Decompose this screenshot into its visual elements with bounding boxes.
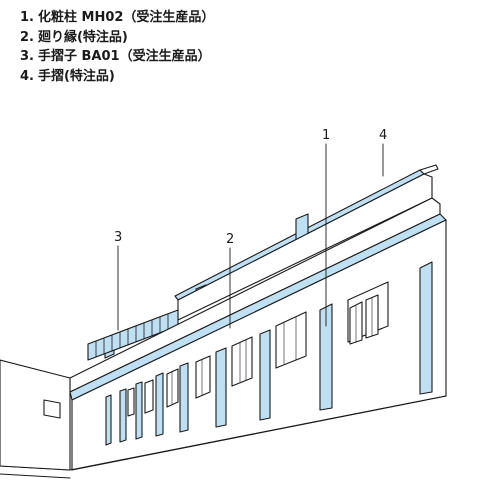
callout-1: 1 bbox=[322, 128, 330, 143]
callout-3: 3 bbox=[114, 230, 122, 245]
legend-item-2: 2.廻り縁(特注品) bbox=[20, 29, 128, 45]
windows bbox=[127, 281, 389, 417]
legend-item-3: 3.手摺子 BA01（受注生産品） bbox=[20, 49, 211, 64]
pilaster bbox=[119, 388, 127, 443]
side-building bbox=[0, 359, 71, 471]
pilaster bbox=[215, 347, 227, 428]
pilaster bbox=[155, 372, 164, 437]
pilaster bbox=[105, 394, 112, 446]
callout-4: 4 bbox=[379, 128, 387, 143]
parts-legend: 1.化粧柱 MH02（受注生産品） 2.廻り縁(特注品) 3.手摺子 BA01（… bbox=[20, 8, 214, 86]
pilaster bbox=[259, 329, 271, 421]
legend-item-1: 1.化粧柱 MH02（受注生産品） bbox=[20, 10, 215, 25]
pilaster bbox=[419, 261, 433, 395]
handrail-cap bbox=[419, 164, 439, 175]
building-facade-drawing: 1 2 3 4 bbox=[0, 128, 447, 479]
pilaster bbox=[179, 362, 189, 433]
side-window bbox=[43, 399, 61, 419]
pilaster bbox=[319, 303, 333, 411]
callout-2: 2 bbox=[226, 232, 234, 247]
pilaster bbox=[135, 381, 143, 440]
legend-item-4: 4.手摺(特注品) bbox=[20, 68, 115, 84]
